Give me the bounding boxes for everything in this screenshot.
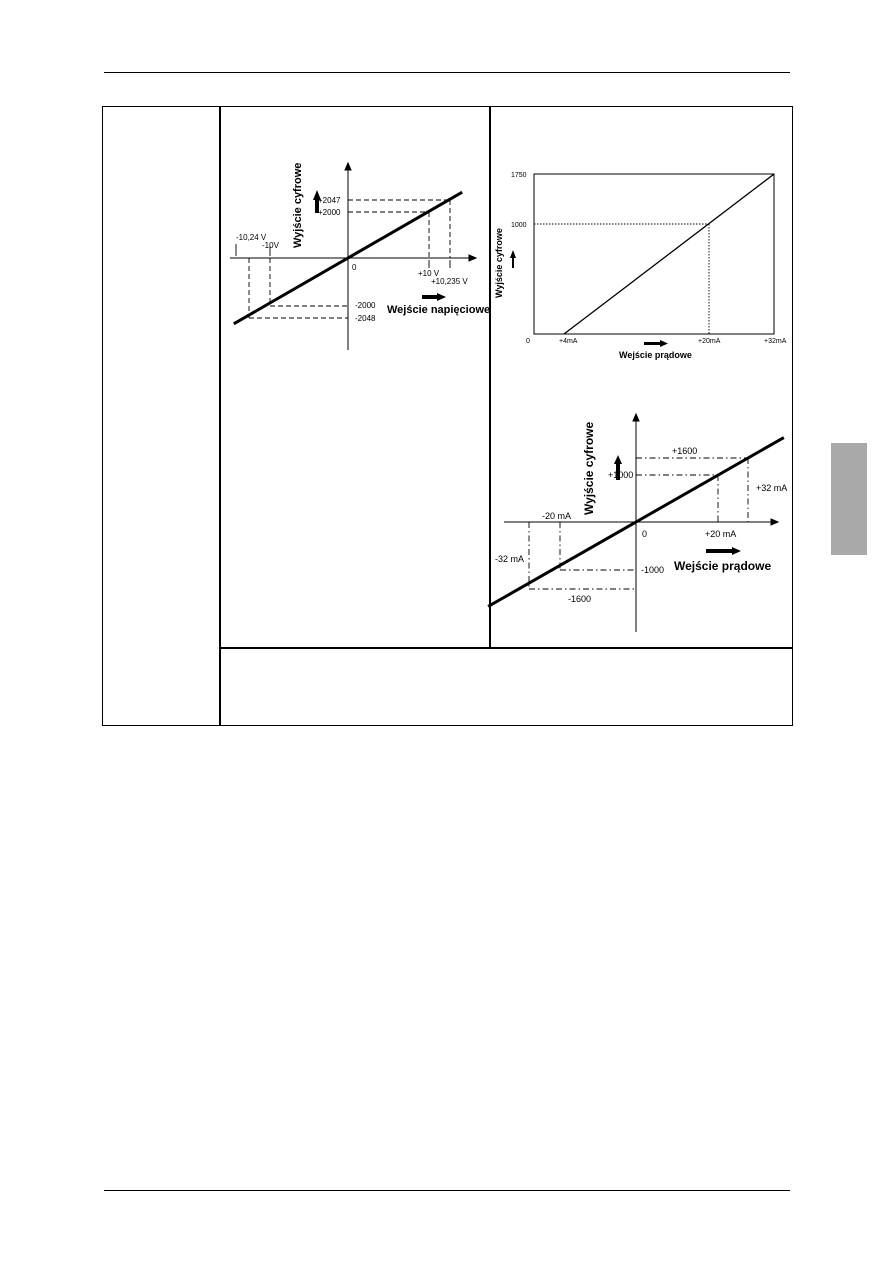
x-axis-arrow [468,254,478,262]
x-tick-label: +4mA [559,338,578,345]
y-tick-label: 1000 [511,222,527,229]
x-axis-arrow [770,518,780,526]
y-axis-title: Wyjście cyfrowe [582,422,596,515]
x-axis-title: Wejście napięciowe [387,304,490,316]
y-tick-label: +2000 [318,208,341,217]
current-chart-bipolar: Wyjście cyfrowe Wejście prądowe 0 +1600 … [487,412,787,632]
x-tick-label: +20 mA [705,529,736,539]
y-axis-title: Wyjście cyfrowe [292,163,304,248]
x-tick-label: -10,24 V [236,233,267,242]
right-arrow-icon-head [732,547,741,555]
y-tick-label: +1600 [672,446,697,456]
footer-rule [104,1190,790,1191]
x-tick-label: +10 V [418,269,440,278]
up-arrow-icon [512,258,514,268]
right-arrow-icon-head [437,293,446,301]
y-tick-label: +1000 [608,470,633,480]
column-divider [219,107,221,725]
x-tick-label: -20 mA [542,511,571,521]
plot-frame [533,173,775,335]
y-tick-label: -2048 [355,314,376,323]
right-arrow-icon [706,549,732,553]
series-line [233,190,463,326]
chart-column-divider [489,107,491,648]
right-arrow-icon [644,342,660,345]
header-rule [104,72,790,73]
y-tick-label: 1750 [511,172,527,179]
series-line [487,436,785,608]
y-tick-label: +2047 [318,196,341,205]
origin-label: 0 [642,529,647,539]
x-tick-label: +32 mA [756,483,787,493]
x-axis-title: Wejście prądowe [674,559,771,573]
x-axis-title: Wejście prądowe [619,350,692,360]
y-axis-arrow [632,412,640,422]
content-table [102,106,793,726]
x-tick-label: 0 [526,338,530,345]
y-axis-title: Wyjście cyfrowe [494,228,504,298]
x-tick-label: +20mA [698,338,721,345]
right-arrow-icon-head [660,340,668,347]
up-arrow-icon-head [614,455,622,464]
voltage-chart: Wyjście cyfrowe Wejście napięciowe 0 +20… [230,161,490,350]
x-tick-label: -32 mA [495,554,524,564]
up-arrow-icon [315,200,319,213]
y-tick-label: -1600 [568,594,591,604]
series-line [563,173,775,335]
origin-label: 0 [352,263,357,272]
section-tab [831,443,867,555]
y-tick-label: -1000 [641,565,664,575]
y-axis-arrow [344,161,352,171]
right-arrow-icon [422,295,438,299]
up-arrow-icon-head [313,190,321,200]
current-chart-unipolar: Wyjście cyfrowe Wejście prądowe 1750 100… [494,172,787,360]
x-tick-label: +10,235 V [431,277,468,286]
up-arrow-icon [616,464,620,480]
y-tick-label: -2000 [355,301,376,310]
x-tick-label: +32mA [764,338,787,345]
up-arrow-icon-head [510,250,516,258]
row-divider [219,647,792,649]
x-tick-label: -10V [262,241,280,250]
